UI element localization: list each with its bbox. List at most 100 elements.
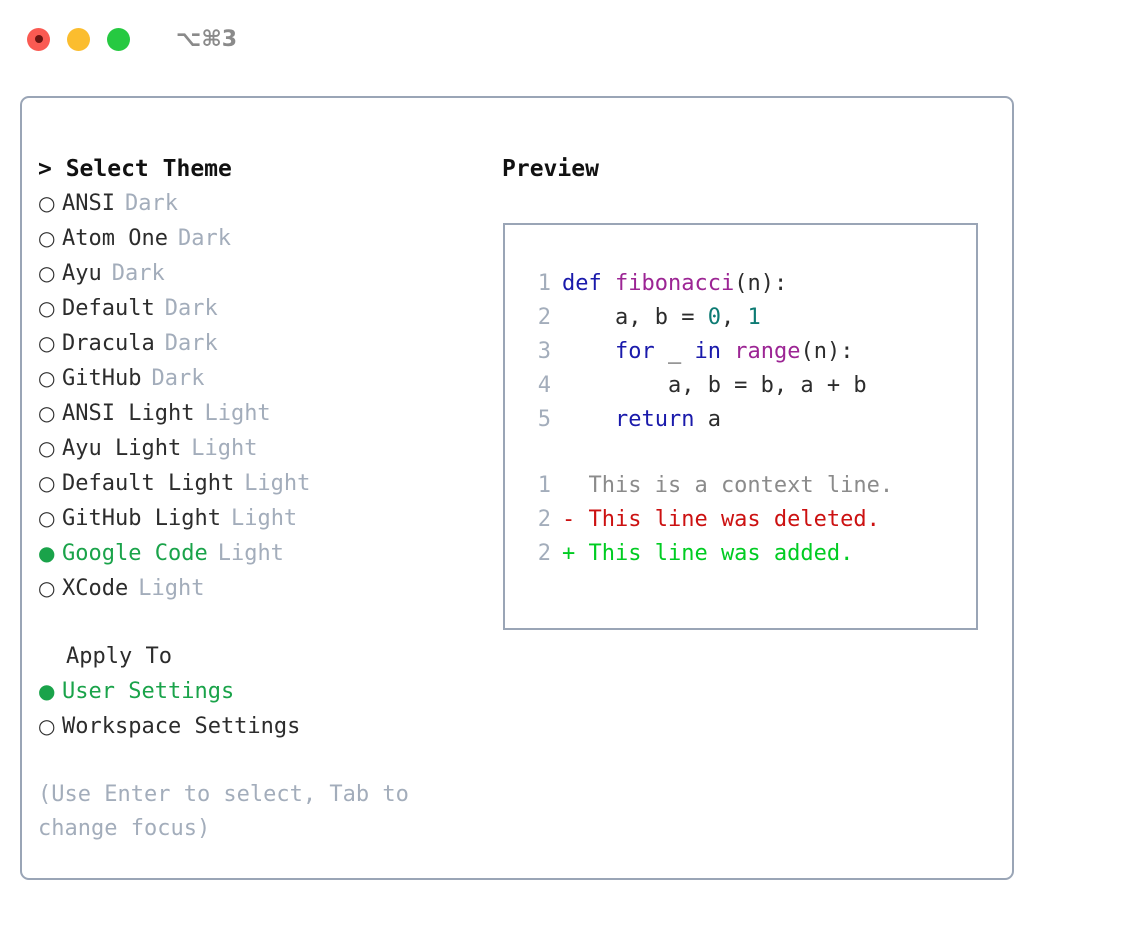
radio-unselected-icon: ○ xyxy=(38,366,56,390)
apply-to-option-user-settings[interactable]: ●User Settings xyxy=(38,674,484,709)
radio-unselected-icon: ○ xyxy=(38,714,56,738)
code-line-number: 2 xyxy=(537,305,551,330)
code-token-fn: fibonacci xyxy=(614,271,735,296)
code-token-plain: _ xyxy=(654,339,695,364)
maximize-window-icon[interactable] xyxy=(107,27,130,51)
code-token-plain: (n): xyxy=(800,339,854,364)
apply-to-option-name: User Settings xyxy=(62,679,235,704)
theme-option-variant: Dark xyxy=(124,191,178,216)
theme-option-ayu-light[interactable]: ○Ayu Light Light xyxy=(38,431,484,466)
code-line-number: 4 xyxy=(537,373,551,398)
theme-option-ayu[interactable]: ○Ayu Dark xyxy=(38,256,484,291)
theme-option-variant: Dark xyxy=(164,296,218,321)
theme-option-name: XCode xyxy=(62,576,129,601)
diff-sample: 1 This is a context line.2- This line wa… xyxy=(523,469,976,571)
theme-option-ansi[interactable]: ○ANSI Dark xyxy=(38,186,484,221)
code-line-text: for _ in range(n): xyxy=(562,335,853,369)
code-line: 3 for _ in range(n): xyxy=(523,335,976,369)
keyboard-hint-text: (Use Enter to select, Tab to change focu… xyxy=(38,782,409,841)
theme-option-name: ANSI Light xyxy=(62,401,195,426)
code-token-kw: return xyxy=(614,407,695,432)
theme-option-variant: Light xyxy=(204,401,271,426)
diff-line-text: - This line was deleted. xyxy=(562,507,880,532)
code-token-plain: a, b = b, a + b xyxy=(562,373,867,398)
code-line-number: 5 xyxy=(537,407,551,432)
code-token-plain: , xyxy=(720,305,748,330)
diff-line-text: + This line was added. xyxy=(562,541,854,566)
select-theme-heading: > Select Theme xyxy=(38,156,232,182)
diff-line-number: 2 xyxy=(537,507,551,532)
close-window-icon[interactable] xyxy=(27,27,50,51)
radio-selected-icon: ● xyxy=(38,541,56,565)
theme-option-dracula[interactable]: ○Dracula Dark xyxy=(38,326,484,361)
radio-unselected-icon: ○ xyxy=(38,506,56,530)
code-token-plain xyxy=(562,339,615,364)
record-indicator-icon xyxy=(34,35,43,43)
code-line: 2 a, b = 0, 1 xyxy=(523,301,976,335)
code-line-number: 3 xyxy=(537,339,551,364)
radio-unselected-icon: ○ xyxy=(38,296,56,320)
code-token-plain xyxy=(562,407,615,432)
apply-to-option-workspace-settings[interactable]: ○Workspace Settings xyxy=(38,709,484,744)
code-token-plain: (n): xyxy=(734,271,788,296)
theme-option-variant: Light xyxy=(191,436,258,461)
theme-option-name: Ayu Light xyxy=(62,436,182,461)
radio-unselected-icon: ○ xyxy=(38,191,56,215)
theme-option-name: GitHub xyxy=(62,366,142,391)
theme-option-name: Ayu xyxy=(62,261,102,286)
code-token-plain: a, b = xyxy=(562,305,708,330)
radio-unselected-icon: ○ xyxy=(38,331,56,355)
minimize-window-icon[interactable] xyxy=(67,27,90,51)
apply-to-group: Apply To ●User Settings○Workspace Settin… xyxy=(38,640,484,744)
code-line-text: def fibonacci(n): xyxy=(562,267,787,301)
theme-option-name: Default xyxy=(62,296,155,321)
theme-option-default[interactable]: ○Default Dark xyxy=(38,291,484,326)
theme-option-variant: Light xyxy=(138,576,205,601)
radio-unselected-icon: ○ xyxy=(38,576,56,600)
code-line: 5 return a xyxy=(523,403,976,437)
theme-option-name: Google Code xyxy=(62,541,208,566)
code-token-plain xyxy=(721,339,734,364)
theme-option-name: Dracula xyxy=(62,331,155,356)
code-token-kw: def xyxy=(562,271,615,296)
apply-to-list[interactable]: ●User Settings○Workspace Settings xyxy=(38,674,484,744)
apply-to-label: Apply To xyxy=(66,644,172,669)
theme-option-google-code[interactable]: ●Google Code Light xyxy=(38,536,484,571)
code-line-text: a, b = b, a + b xyxy=(562,369,867,403)
radio-unselected-icon: ○ xyxy=(38,226,56,250)
theme-option-variant: Dark xyxy=(177,226,231,251)
preview-spacer xyxy=(523,437,976,469)
theme-option-variant: Dark xyxy=(111,261,165,286)
code-token-kw: for xyxy=(614,339,655,364)
theme-option-variant: Light xyxy=(230,506,298,531)
theme-option-xcode[interactable]: ○XCode Light xyxy=(38,571,484,606)
radio-unselected-icon: ○ xyxy=(38,436,56,460)
diff-line-number: 2 xyxy=(537,541,551,566)
screenshot-shortcut-hint: ⌥⌘3 xyxy=(176,26,238,52)
theme-option-variant: Light xyxy=(217,541,284,566)
diff-line-text: This is a context line. xyxy=(562,473,894,498)
diff-line-added: 2 + This line was added. xyxy=(523,537,976,571)
code-token-fn: range xyxy=(734,339,801,364)
radio-unselected-icon: ○ xyxy=(38,261,56,285)
diff-line-deleted: 2 - This line was deleted. xyxy=(523,503,976,537)
theme-option-name: ANSI xyxy=(62,191,115,216)
window-titlebar: ⌥⌘3 xyxy=(0,0,1140,78)
code-token-kw: in xyxy=(694,339,721,364)
code-token-num: 0 xyxy=(707,305,721,330)
code-line-text: return a xyxy=(562,403,721,437)
theme-option-variant: Dark xyxy=(164,331,218,356)
radio-selected-icon: ● xyxy=(38,679,56,703)
